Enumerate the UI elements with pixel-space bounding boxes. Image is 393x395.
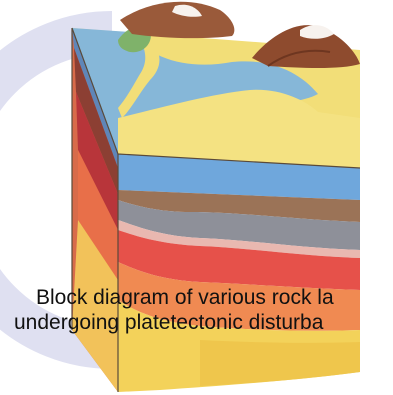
layer-yellow-shade bbox=[200, 340, 360, 386]
caption-line-2: undergoing platetectonic disturba bbox=[0, 311, 393, 335]
caption-line-1: Block diagram of various rock la bbox=[0, 286, 393, 310]
top-surface bbox=[72, 2, 360, 168]
front-face bbox=[118, 154, 360, 392]
